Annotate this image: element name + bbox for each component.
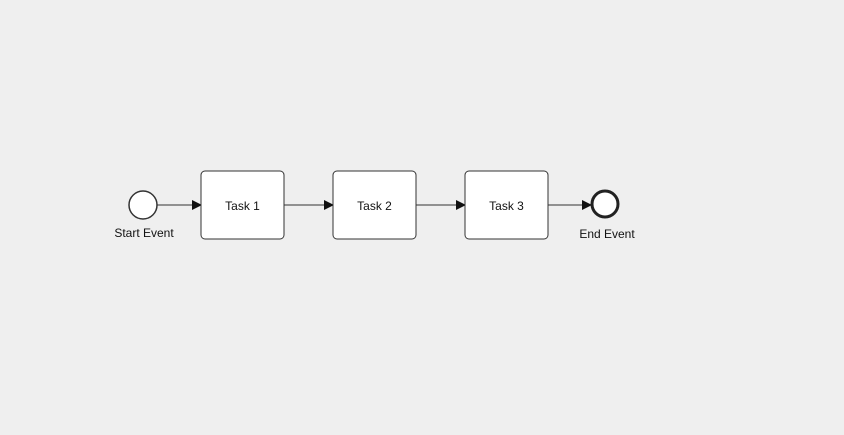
start-event[interactable]: Start Event xyxy=(114,190,174,240)
task-2-box[interactable] xyxy=(332,170,417,240)
end-event-circle[interactable] xyxy=(590,189,620,219)
task-2-label: Task 2 xyxy=(357,199,392,213)
task-3-label: Task 3 xyxy=(489,199,524,213)
task-1-label: Task 1 xyxy=(225,199,260,213)
task-3-box[interactable] xyxy=(464,170,549,240)
task-1-box[interactable] xyxy=(200,170,285,240)
start-event-label: Start Event xyxy=(114,226,174,240)
start-event-circle[interactable] xyxy=(128,190,158,220)
end-event[interactable]: End Event xyxy=(579,189,635,241)
task-2[interactable]: Task 2 xyxy=(332,170,417,240)
task-3[interactable]: Task 3 xyxy=(464,170,549,240)
task-1[interactable]: Task 1 xyxy=(200,170,285,240)
end-event-label: End Event xyxy=(579,227,635,241)
